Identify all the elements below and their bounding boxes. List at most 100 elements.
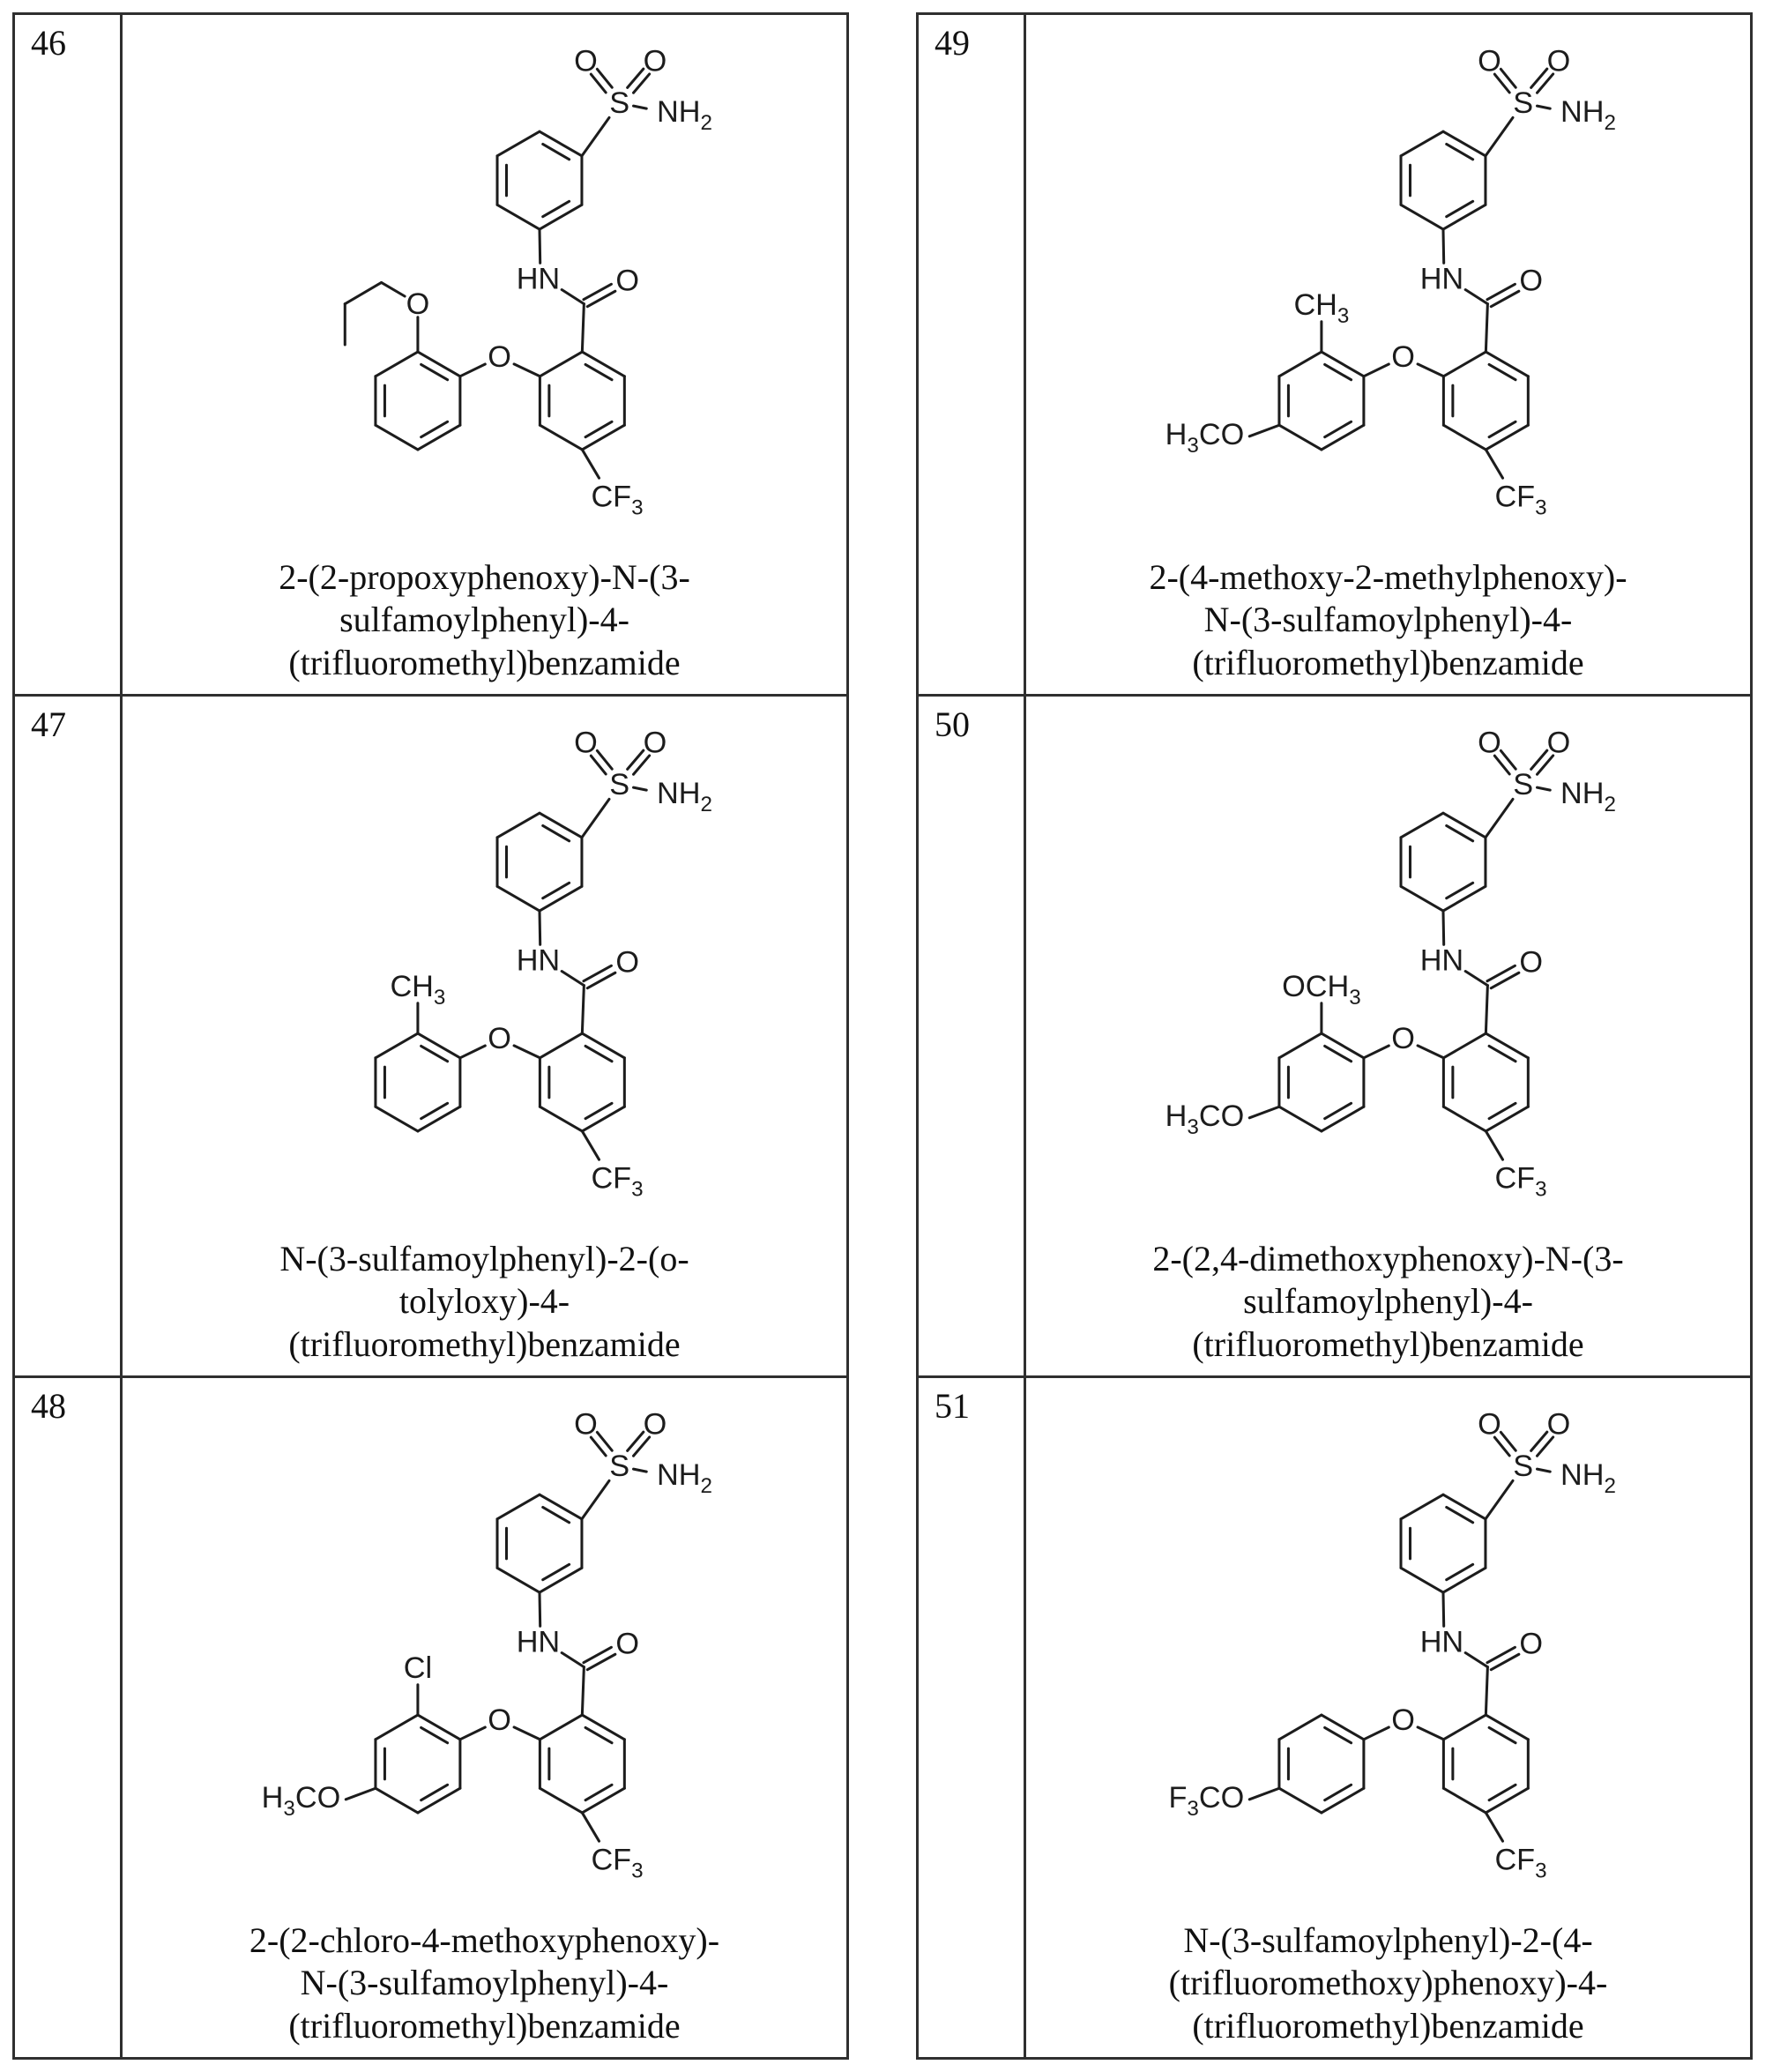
svg-text:O: O [574,727,598,760]
compound-name-line: N-(3-sulfamoylphenyl)-2-(o- [279,1238,689,1278]
svg-text:HN: HN [1420,263,1463,296]
svg-text:HN: HN [517,263,560,296]
compound-number: 51 [919,1378,1026,2057]
svg-text:O: O [488,340,511,374]
svg-text:O: O [1478,727,1501,760]
svg-text:CF3​: CF3​ [591,1161,643,1201]
svg-text:O: O [1519,265,1543,298]
svg-text:O: O [1547,1408,1571,1442]
svg-text:HN: HN [517,1626,560,1659]
compound-name-line: sulfamoylphenyl)-4- [1243,1281,1533,1322]
compound-name: N-(3-sulfamoylphenyl)-2-(o- tolyloxy)-4-… [272,1238,696,1375]
svg-text:S: S [1513,768,1533,801]
svg-text:CF3​: CF3​ [591,480,643,519]
svg-text:O: O [1519,946,1543,980]
svg-text:Cl: Cl [404,1651,432,1685]
compound-name-line: (trifluoromethyl)benzamide [1192,643,1584,683]
svg-text:H3​CO: H3​CO [1165,1099,1245,1139]
svg-text:S: S [609,1450,629,1483]
compound-name: 2-(4-methoxy-2-methylphenoxy)- N-(3-sulf… [1142,556,1634,694]
svg-text:S: S [609,768,629,801]
svg-text:CF3​: CF3​ [1494,1843,1546,1882]
svg-text:O: O [1478,45,1501,78]
svg-text:O: O [1547,727,1571,760]
svg-text:S: S [1513,86,1533,120]
svg-text:O: O [488,1703,511,1737]
compound-number: 50 [919,697,1026,1375]
svg-text:O: O [615,946,639,980]
compound-name-line: (trifluoromethyl)benzamide [288,1324,681,1365]
svg-text:HN: HN [517,944,560,978]
svg-text:O: O [574,45,598,78]
compound-number: 49 [919,15,1026,694]
svg-text:NH2​: NH2​ [1560,1458,1616,1498]
svg-text:S: S [1513,1450,1533,1483]
svg-text:NH2​: NH2​ [657,777,712,816]
svg-text:H3​CO: H3​CO [1165,418,1245,458]
svg-text:O: O [1391,1022,1415,1055]
svg-text:O: O [644,1408,667,1442]
svg-text:O: O [615,1628,639,1661]
svg-text:NH2​: NH2​ [1560,777,1616,816]
svg-text:O: O [488,1022,511,1055]
svg-text:O: O [574,1408,598,1442]
compound-name: N-(3-sulfamoylphenyl)-2-(4- (trifluorome… [1162,1919,1615,2057]
svg-text:S: S [609,86,629,120]
svg-text:O: O [1391,1703,1415,1737]
compound-number: 48 [15,1378,123,2057]
compound-name: 2-(2-chloro-4-methoxyphenoxy)- N-(3-sulf… [242,1919,726,2057]
compound-name-line: 2-(2-chloro-4-methoxyphenoxy)- [249,1919,720,1960]
compound-name-line: sulfamoylphenyl)-4- [339,600,629,640]
svg-text:CF3​: CF3​ [1494,480,1546,519]
svg-text:NH2​: NH2​ [1560,95,1616,135]
svg-text:O: O [1519,1628,1543,1661]
svg-text:O: O [644,45,667,78]
compound-name-line: N-(3-sulfamoylphenyl)-4- [300,1963,669,2003]
svg-text:NH2​: NH2​ [657,95,712,135]
compound-name: 2-(2-propoxyphenoxy)-N-(3- sulfamoylphen… [272,556,697,694]
svg-text:OCH3​: OCH3​ [1282,970,1361,1010]
compound-name: 2-(2,4-dimethoxyphenoxy)-N-(3- sulfamoyl… [1145,1238,1630,1375]
svg-text:O: O [1547,45,1571,78]
compound-name-line: N-(3-sulfamoylphenyl)-2-(4- [1183,1919,1593,1960]
compound-name-line: tolyloxy)-4- [398,1281,570,1322]
compound-number: 47 [15,697,123,1375]
svg-text:H3​CO: H3​CO [262,1781,341,1821]
svg-text:CF3​: CF3​ [1494,1161,1546,1201]
svg-text:CH3​: CH3​ [1293,288,1349,328]
svg-text:O: O [1391,340,1415,374]
compound-name-line: 2-(2-propoxyphenoxy)-N-(3- [279,556,690,597]
compound-name-line: (trifluoromethyl)benzamide [288,643,681,683]
compound-number: 46 [15,15,123,694]
compound-name-line: (trifluoromethyl)benzamide [1192,2006,1584,2046]
compound-name-line: (trifluoromethoxy)phenoxy)-4- [1168,1963,1608,2003]
svg-text:O: O [615,265,639,298]
compound-name-line: (trifluoromethyl)benzamide [288,2006,681,2046]
compound-name-line: (trifluoromethyl)benzamide [1192,1324,1584,1365]
